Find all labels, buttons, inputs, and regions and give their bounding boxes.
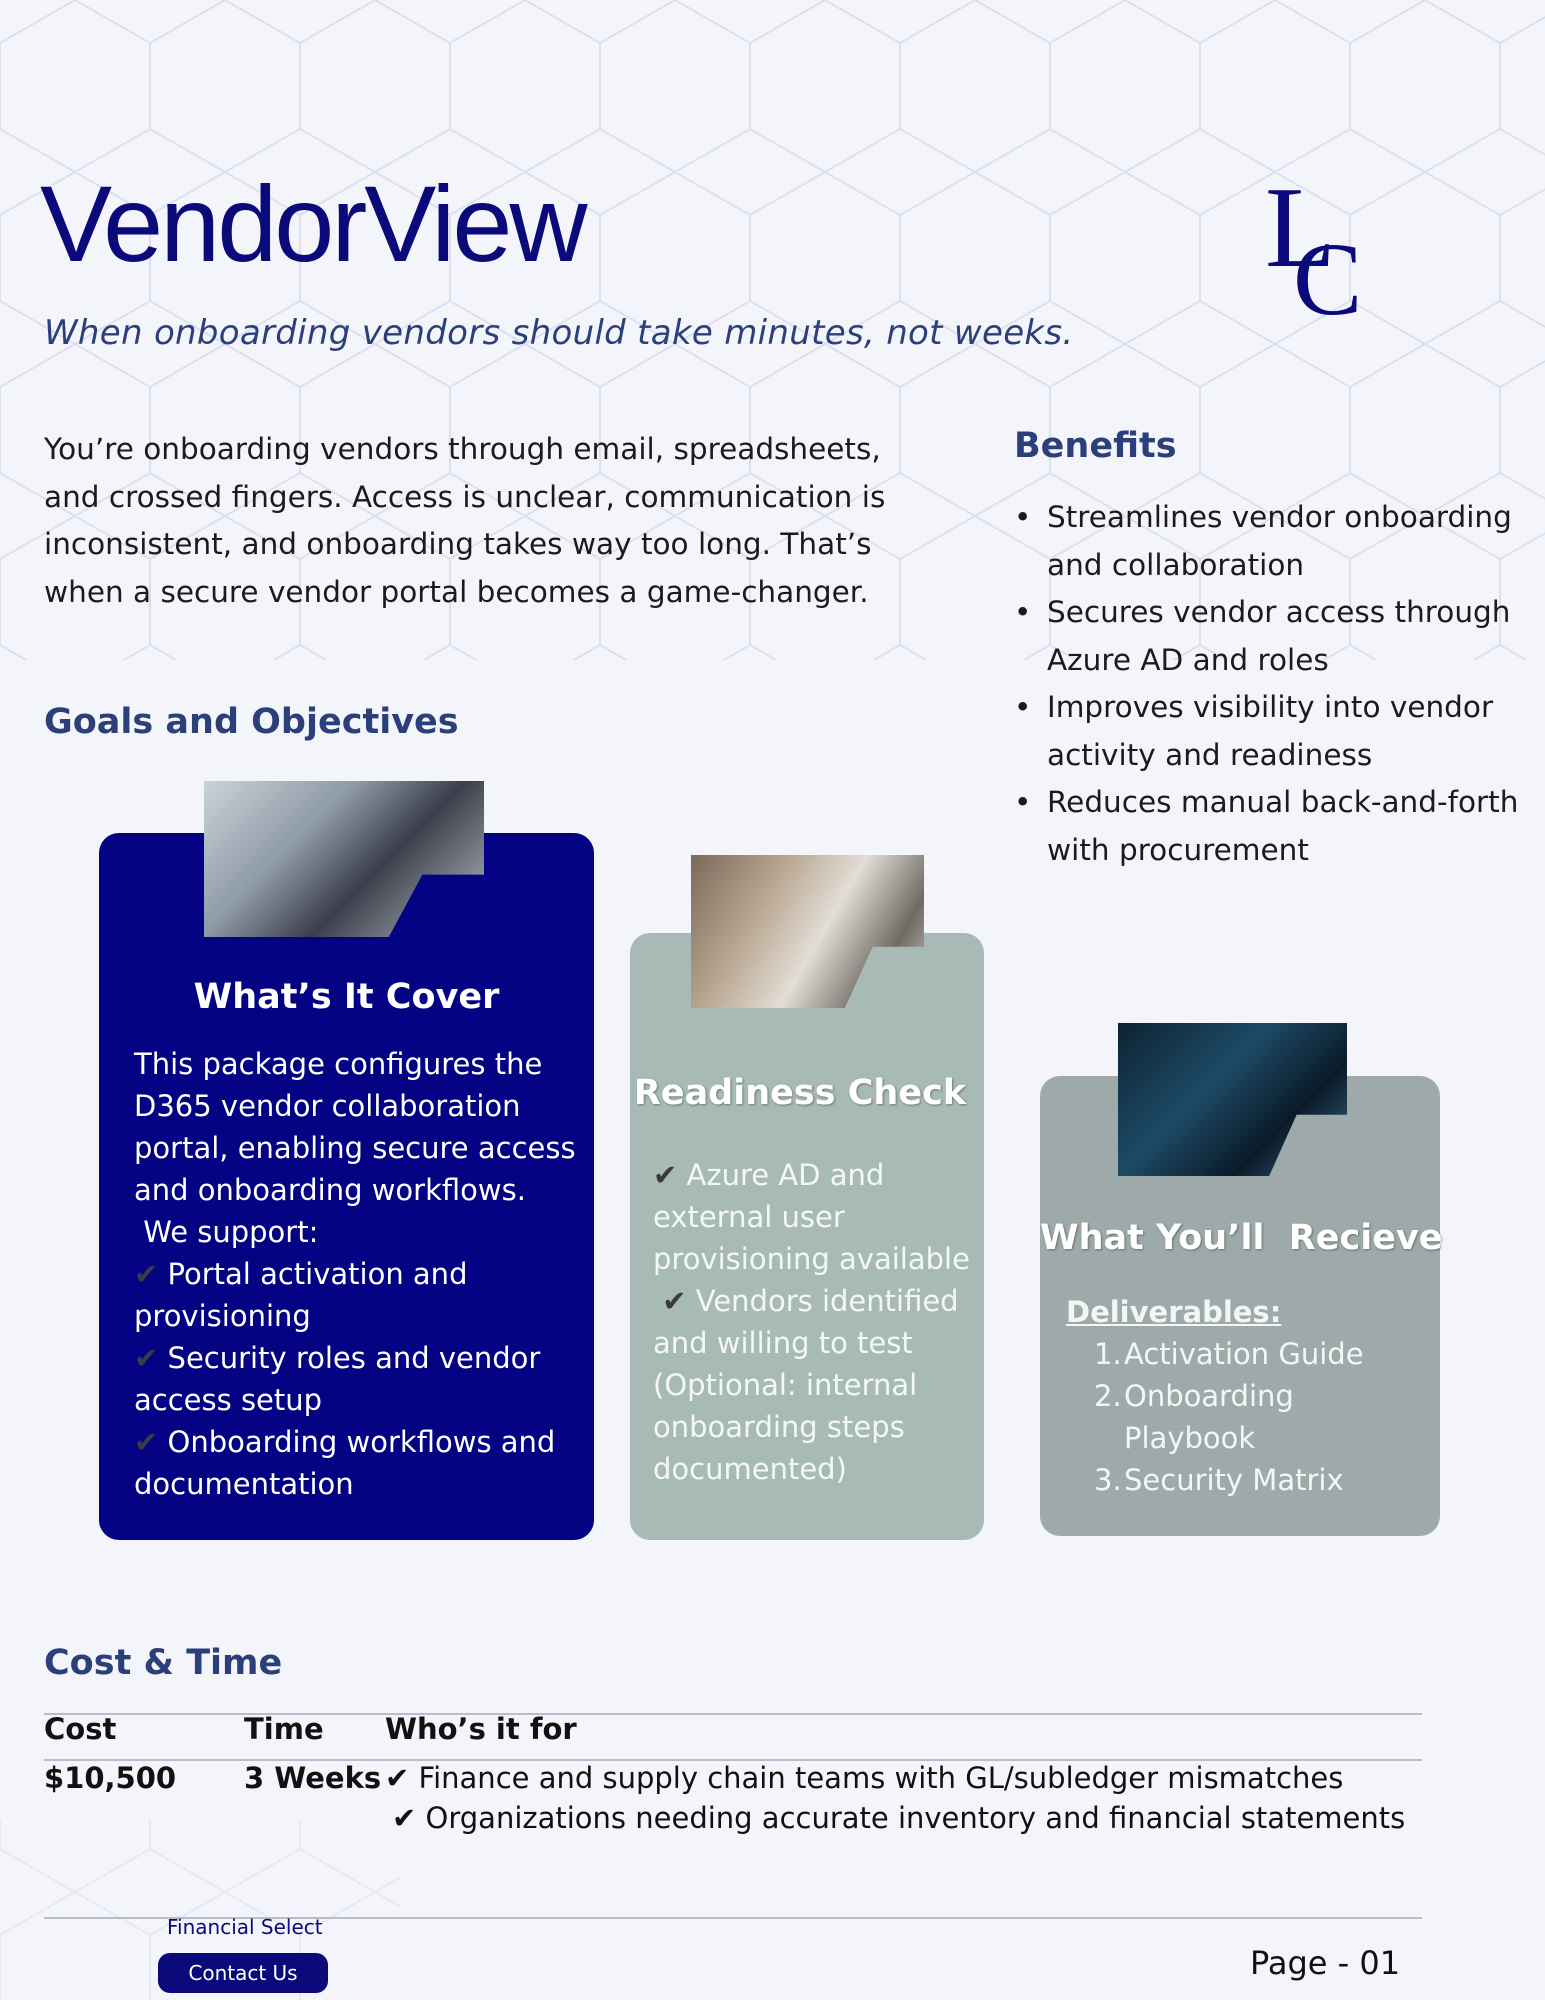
receive-card-body: Deliverables: 1.Activation Guide 2.Onboa… xyxy=(1066,1291,1426,1501)
readiness-optional: (Optional: internal onboarding steps doc… xyxy=(653,1368,918,1486)
benefits-heading: Benefits xyxy=(1014,426,1177,466)
deliverable-item: 1.Activation Guide xyxy=(1094,1337,1364,1371)
column-header-who: Who’s it for xyxy=(385,1712,577,1746)
check-icon: ✔ xyxy=(134,1341,159,1375)
readiness-card-body: ✔ Azure AD and external user provisionin… xyxy=(653,1154,973,1490)
readiness-item: ✔ Azure AD and external user provisionin… xyxy=(653,1158,970,1276)
cover-item: ✔ Security roles and vendor access setup xyxy=(134,1341,541,1417)
cover-card-title: What’s It Cover xyxy=(193,977,500,1017)
benefit-item: Reduces manual back-and-forth with procu… xyxy=(1014,779,1534,874)
cover-card-support: We support: xyxy=(134,1215,319,1249)
deliverables-heading: Deliverables: xyxy=(1066,1295,1282,1329)
intro-paragraph: You’re onboarding vendors through email,… xyxy=(44,432,886,609)
check-icon: ✔ xyxy=(662,1284,687,1318)
company-logo: L C xyxy=(1265,180,1362,325)
check-icon: ✔ xyxy=(392,1801,417,1835)
benefit-item: Improves visibility into vendor activity… xyxy=(1014,684,1534,779)
svg-text:L: L xyxy=(1265,180,1336,292)
readiness-item: ✔ Vendors identified and willing to test xyxy=(653,1284,959,1360)
table-top-rule xyxy=(44,1713,1422,1715)
readiness-card-title: Readiness Check xyxy=(633,1073,967,1113)
cost-value: $10,500 xyxy=(44,1761,177,1795)
column-header-time: Time xyxy=(244,1712,324,1746)
benefit-item: Streamlines vendor onboarding and collab… xyxy=(1014,494,1534,589)
goals-heading: Goals and Objectives xyxy=(44,702,459,742)
svg-text:C: C xyxy=(1293,222,1362,325)
column-header-cost: Cost xyxy=(44,1712,117,1746)
time-value: 3 Weeks xyxy=(244,1761,382,1795)
check-icon: ✔ xyxy=(653,1158,678,1192)
footer-label: Financial Select xyxy=(167,1915,323,1939)
cover-card xyxy=(99,833,594,1540)
check-icon: ✔ xyxy=(134,1257,159,1291)
who-item: ✔ Finance and supply chain teams with GL… xyxy=(385,1761,1344,1795)
cover-item: ✔ Portal activation and provisioning xyxy=(134,1257,468,1333)
benefit-item: Secures vendor access through Azure AD a… xyxy=(1014,589,1534,684)
deliverable-item: 2.Onboarding Playbook xyxy=(1094,1379,1294,1455)
page-title: VendorView xyxy=(40,163,587,284)
benefits-list: Streamlines vendor onboarding and collab… xyxy=(1014,494,1534,874)
deliverable-item: 3.Security Matrix xyxy=(1094,1463,1344,1497)
cost-time-heading: Cost & Time xyxy=(44,1643,283,1683)
cover-card-body: This package configures the D365 vendor … xyxy=(134,1043,579,1505)
check-icon: ✔ xyxy=(134,1425,159,1459)
table-header-rule xyxy=(44,1759,1422,1761)
page-number: Page - 01 xyxy=(1250,1944,1401,1982)
cover-item: ✔ Onboarding workflows and documentation xyxy=(134,1425,556,1501)
cover-card-intro: This package configures the D365 vendor … xyxy=(134,1047,576,1207)
readiness-card xyxy=(630,933,984,1540)
contact-us-button[interactable]: Contact Us xyxy=(158,1953,328,1993)
check-icon: ✔ xyxy=(385,1761,410,1795)
who-item: ✔ Organizations needing accurate invento… xyxy=(392,1801,1406,1835)
receive-card-title: What You’ll Recieve xyxy=(1040,1218,1443,1258)
footer-rule xyxy=(44,1917,1422,1919)
deliverables-list: 1.Activation Guide 2.Onboarding Playbook… xyxy=(1066,1333,1426,1501)
page-subtitle: When onboarding vendors should take minu… xyxy=(44,313,1074,353)
